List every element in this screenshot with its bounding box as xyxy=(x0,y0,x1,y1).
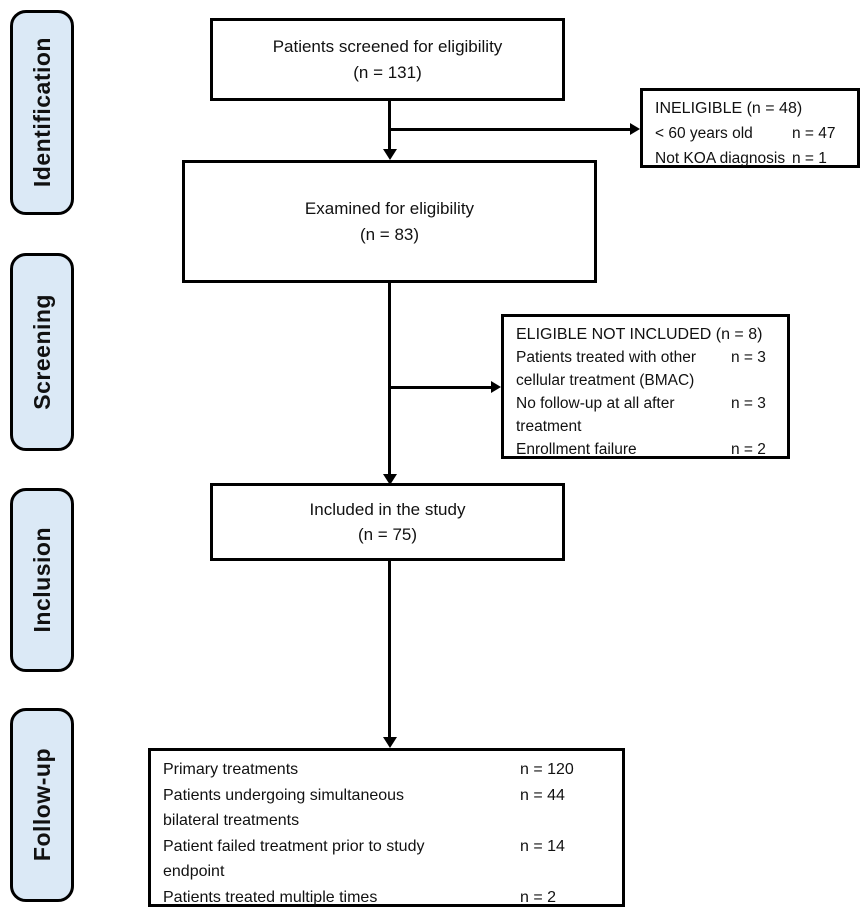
item-label: Patients treated with other cellular tre… xyxy=(516,349,697,389)
arrow-down-icon xyxy=(383,149,397,160)
stage-screening: Screening xyxy=(10,253,74,451)
item-label: No follow-up at all after treatment xyxy=(516,395,675,435)
arrow-down-icon xyxy=(383,737,397,748)
flow-box-eligible-not-included: ELIGIBLE NOT INCLUDED (n = 8) Patients t… xyxy=(501,314,790,459)
item-value: n = 44 xyxy=(520,786,565,804)
stage-label: Follow-up xyxy=(28,748,55,862)
list-item: Patient failed treatment prior to study … xyxy=(163,834,612,885)
item-label: Patients treated multiple times xyxy=(163,888,378,906)
item-value: n = 47 xyxy=(792,125,836,142)
list-item: < 60 years old n = 47 xyxy=(655,121,847,146)
list-item: Enrollment failure n = 2 xyxy=(516,438,777,461)
list-item: No follow-up at all after treatment n = … xyxy=(516,392,777,438)
flow-box-ineligible: INELIGIBLE (n = 48) < 60 years old n = 4… xyxy=(640,88,860,168)
list-item: Patients undergoing simultaneous bilater… xyxy=(163,783,612,834)
stage-identification: Identification xyxy=(10,10,74,215)
item-value: n = 2 xyxy=(731,441,766,458)
flow-box-screened: Patients screened for eligibility (n = 1… xyxy=(210,18,565,101)
item-label: Not KOA diagnosis xyxy=(655,150,786,167)
stage-label: Identification xyxy=(28,37,55,188)
item-label: Patients undergoing simultaneous bilater… xyxy=(163,786,405,830)
list-item: Patients treated multiple times n = 2 xyxy=(163,885,612,911)
item-value: n = 14 xyxy=(520,837,565,855)
flow-box-followup: Primary treatments n = 120 Patients unde… xyxy=(148,748,625,907)
stage-label: Inclusion xyxy=(28,527,55,633)
item-value: n = 3 xyxy=(731,349,766,366)
item-label: Patient failed treatment prior to study … xyxy=(163,837,425,881)
list-item: Primary treatments n = 120 xyxy=(163,757,612,783)
box-count: (n = 75) xyxy=(357,525,418,544)
connector-line xyxy=(388,561,391,738)
box-title: ELIGIBLE NOT INCLUDED (n = 8) xyxy=(516,326,763,343)
box-count: (n = 83) xyxy=(359,224,420,244)
branch-line-eligible xyxy=(390,386,493,389)
list-item: Not KOA diagnosis n = 1 xyxy=(655,146,847,171)
stage-followup: Follow-up xyxy=(10,708,74,902)
list-item: Patients treated with other cellular tre… xyxy=(516,346,777,392)
box-title: Patients screened for eligibility xyxy=(272,37,503,56)
connector-line xyxy=(388,283,391,476)
box-title: Examined for eligibility xyxy=(304,199,475,218)
arrow-right-icon xyxy=(630,123,640,135)
arrow-down-icon xyxy=(383,474,397,485)
item-value: n = 120 xyxy=(520,761,574,778)
item-label: Primary treatments xyxy=(163,761,299,778)
item-label: < 60 years old xyxy=(655,125,753,142)
box-title: Included in the study xyxy=(309,499,466,519)
item-value: n = 1 xyxy=(792,150,827,167)
connector-line xyxy=(388,101,391,150)
item-label: Enrollment failure xyxy=(516,441,637,458)
branch-line-ineligible xyxy=(390,128,632,131)
arrow-right-icon xyxy=(491,381,501,393)
flow-box-examined: Examined for eligibility (n = 83) xyxy=(182,160,597,283)
stage-inclusion: Inclusion xyxy=(10,488,74,672)
flow-box-included: Included in the study (n = 75) xyxy=(210,483,565,561)
box-title: INELIGIBLE (n = 48) xyxy=(655,100,803,117)
item-value: n = 2 xyxy=(520,888,557,906)
box-count: (n = 131) xyxy=(353,62,422,82)
stage-label: Screening xyxy=(28,294,55,410)
item-value: n = 3 xyxy=(731,395,766,412)
